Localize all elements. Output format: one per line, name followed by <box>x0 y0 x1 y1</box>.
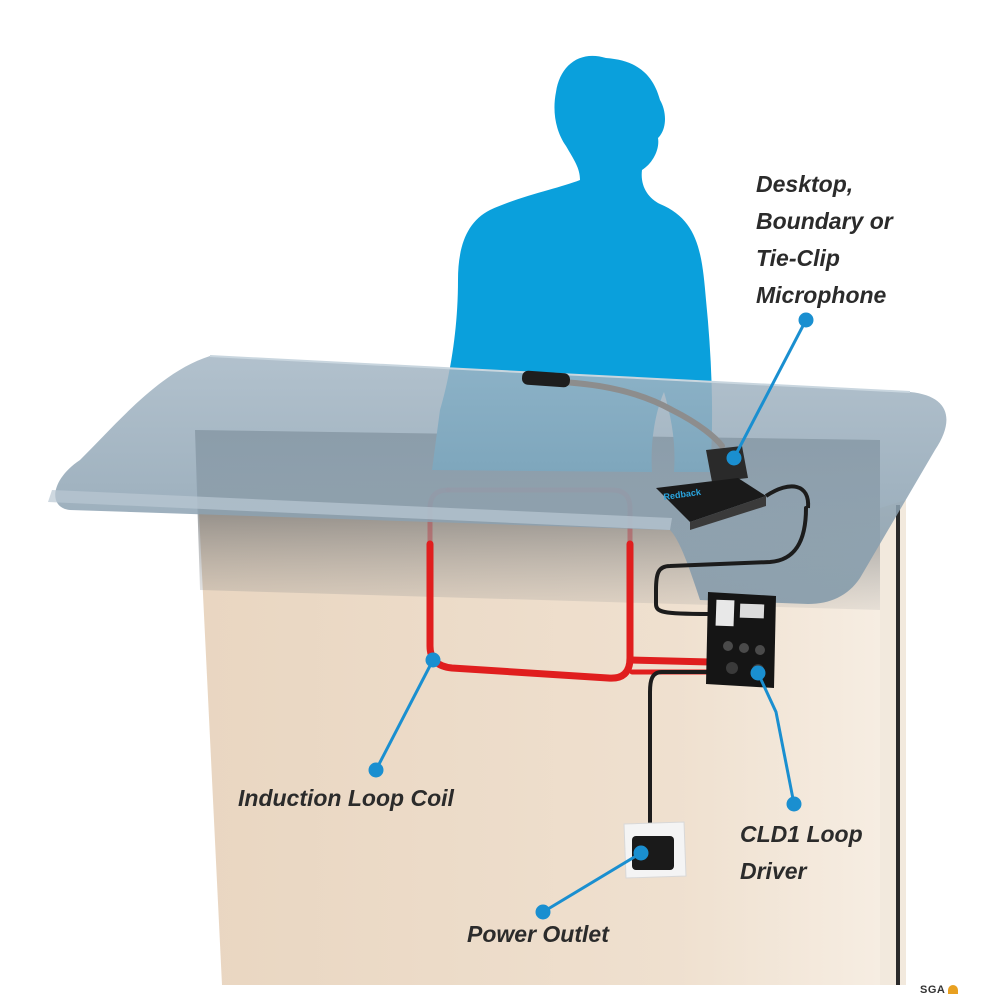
person-silhouette <box>432 55 713 473</box>
desk-top <box>48 355 947 604</box>
microphone-label: Desktop, Boundary or Tie-Clip Microphone <box>756 171 893 308</box>
power-outlet-label: Power Outlet <box>467 921 609 947</box>
microphone: Redback <box>521 370 811 530</box>
power-outlet <box>623 821 687 879</box>
induction-loop-coil-label: Induction Loop Coil <box>238 785 454 811</box>
brand-logo: SGA <box>920 984 959 996</box>
cables <box>648 506 808 844</box>
callouts <box>368 312 814 920</box>
loop-driver-label: CLD1 Loop Driver <box>740 821 863 884</box>
brand-mark-icon <box>948 985 959 994</box>
loop-driver-device <box>706 592 776 688</box>
